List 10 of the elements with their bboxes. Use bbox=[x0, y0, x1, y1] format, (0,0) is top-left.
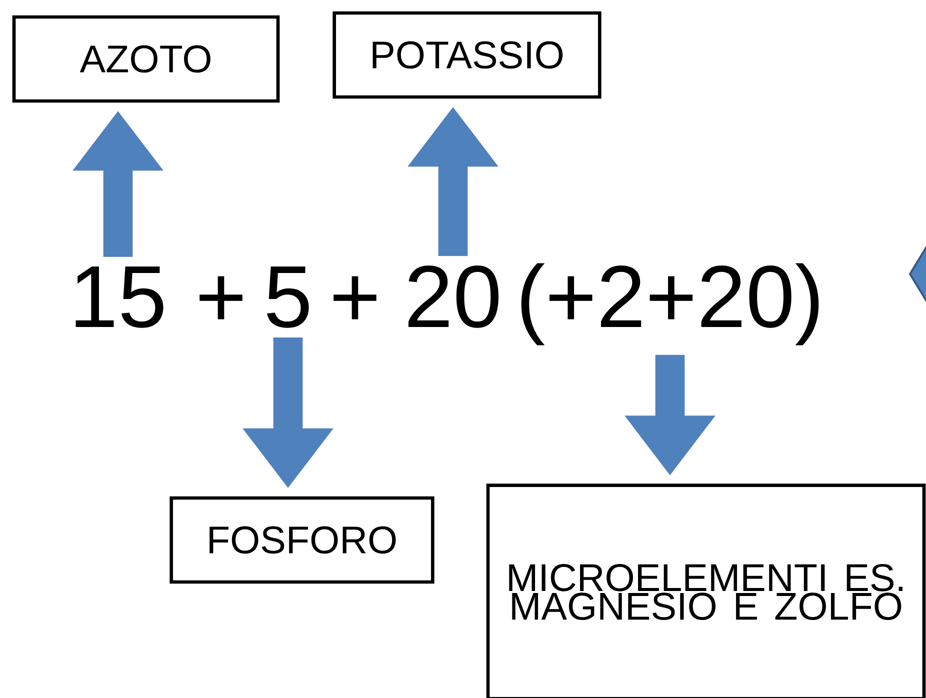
number: (+2+20) bbox=[521, 263, 819, 346]
text-box: FOSFORO bbox=[170, 496, 434, 584]
text-box: POTASSIO bbox=[332, 11, 602, 99]
number: 15 bbox=[76, 266, 164, 328]
number: 5 bbox=[267, 266, 309, 328]
number: 20 bbox=[408, 266, 498, 328]
plus-sign: + bbox=[200, 276, 242, 320]
text-box: AZOTO bbox=[12, 15, 280, 103]
text-box: MICROELEMENTI ES. MAGNESIO E ZOLFO bbox=[486, 484, 926, 698]
plus-sign: + bbox=[334, 276, 376, 320]
